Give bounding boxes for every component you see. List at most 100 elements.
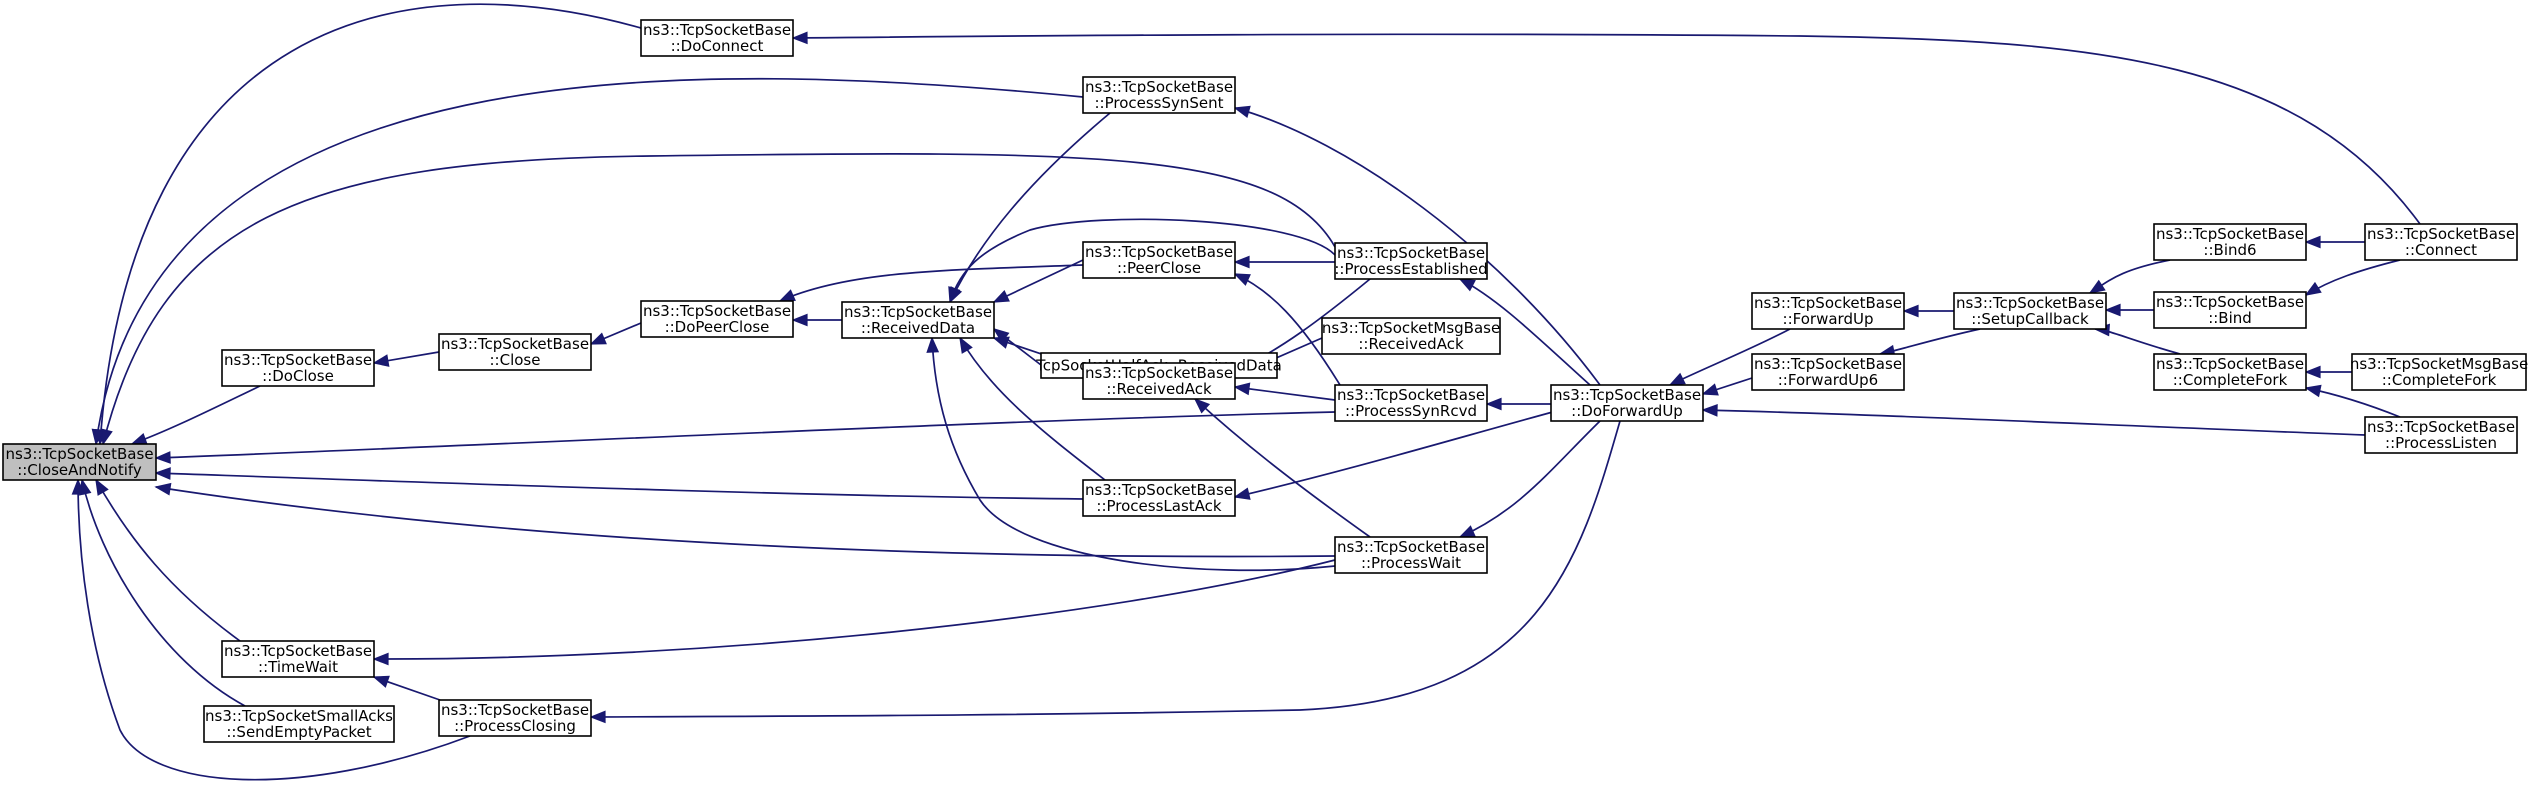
edge-process_established-to-peer_close (1233, 255, 1335, 269)
edge-time_wait-to-process_closing (372, 675, 441, 701)
edge-line (77, 479, 471, 781)
node-label-line: ::DoForwardUp (1571, 402, 1683, 420)
node-msg-complete-fork[interactable]: ns3::TcpSocketMsgBase::CompleteFork (2350, 353, 2528, 391)
edge-line (1879, 328, 1981, 355)
edge-line (993, 259, 1084, 303)
edge-line (373, 559, 1336, 660)
node-label-line: ::ProcessSynRcvd (1345, 402, 1477, 420)
node-label-line: ns3::TcpSocketBase (2156, 225, 2304, 243)
node-do-peer-close[interactable]: ns3::TcpSocketBase::DoPeerClose (640, 300, 794, 338)
node-send-empty-packet[interactable]: ns3::TcpSocketSmallAcks::SendEmptyPacket (203, 705, 395, 743)
node-process-wait[interactable]: ns3::TcpSocketBase::ProcessWait (1334, 536, 1488, 574)
node-label-line: ns3::TcpSocketBase (1085, 481, 1233, 499)
edge-line (155, 472, 1084, 500)
node-box (1082, 76, 1236, 114)
node-label-line: ns3::TcpSocketBase (2367, 225, 2515, 243)
node-label-line: ns3::TcpSocketBase (224, 642, 372, 660)
edge-do_peer_close-to-close (589, 322, 642, 345)
node-msg-received-ack[interactable]: ns3::TcpSocketMsgBase::ReceivedAck (1321, 317, 1501, 355)
node-box (203, 705, 395, 743)
node-process-closing[interactable]: ns3::TcpSocketBase::ProcessClosing (438, 699, 592, 737)
node-label-line: ns3::TcpSocketBase (2156, 293, 2304, 311)
node-received-ack[interactable]: ns3::TcpSocketBase::ReceivedAck (1082, 362, 1236, 400)
edge-do_forward_up-to-process_syn_sent (1233, 105, 1601, 386)
node-connect[interactable]: ns3::TcpSocketBase::Connect (2364, 223, 2518, 261)
node-label-line: ::ProcessListen (2385, 434, 2497, 452)
edge-line (95, 479, 241, 642)
edge-send_empty_packet-to-close_and_notify (78, 478, 246, 707)
node-do-connect[interactable]: ns3::TcpSocketBase::DoConnect (640, 19, 794, 57)
edge-arrowhead (589, 710, 606, 724)
node-box (1550, 384, 1704, 422)
node-label-line: ::ReceivedAck (1358, 335, 1464, 353)
node-label-line: ns3::TcpSocketBase (643, 302, 791, 320)
edge-line (155, 486, 1336, 558)
node-do-close[interactable]: ns3::TcpSocketBase::DoClose (221, 349, 375, 387)
edge-forward_up6-to-do_forward_up (1701, 377, 1753, 396)
node-process-last-ack[interactable]: ns3::TcpSocketBase::ProcessLastAck (1082, 479, 1236, 517)
edge-process_listen-to-complete_fork (2304, 384, 2401, 418)
node-label-line: ::PeerClose (1117, 259, 1201, 277)
edge-arrowhead (791, 31, 808, 45)
node-label-line: ::Close (490, 351, 541, 369)
edge-line (1702, 409, 2366, 436)
edge-arrowhead (791, 313, 808, 327)
node-label-line: ::ReceivedAck (1106, 380, 1212, 398)
edge-process_wait-to-received_ack (1193, 397, 1371, 538)
edge-complete_fork-to-setup_callback (2093, 323, 2181, 355)
node-do-forward-up[interactable]: ns3::TcpSocketBase::DoForwardUp (1550, 384, 1704, 422)
node-label-line: ns3::TcpSocketBase (1956, 294, 2104, 312)
edge-line (99, 3, 642, 445)
node-time-wait[interactable]: ns3::TcpSocketBase::TimeWait (221, 640, 375, 678)
node-box (1751, 292, 1905, 330)
node-setup-callback[interactable]: ns3::TcpSocketBase::SetupCallback (1953, 292, 2107, 330)
edge-line (590, 420, 1621, 718)
edge-setup_callback-to-forward_up (1902, 304, 1954, 318)
node-box (2, 443, 157, 481)
node-forward-up6[interactable]: ns3::TcpSocketBase::ForwardUp6 (1751, 353, 1905, 391)
node-label-line: ns3::TcpSocketBase (5, 445, 153, 463)
node-process-syn-sent[interactable]: ns3::TcpSocketBase::ProcessSynSent (1082, 76, 1236, 114)
node-process-established[interactable]: ns3::TcpSocketBase::ProcessEstablished (1334, 242, 1488, 280)
node-bind[interactable]: ns3::TcpSocketBase::Bind (2153, 291, 2307, 329)
node-label-line: ::Connect (2405, 241, 2477, 259)
node-process-syn-rcvd[interactable]: ns3::TcpSocketBase::ProcessSynRcvd (1334, 384, 1488, 422)
node-received-data[interactable]: ns3::TcpSocketBase::ReceivedData (841, 301, 995, 339)
node-label-line: ::ProcessClosing (454, 717, 576, 735)
edge-process_wait-to-close_and_notify (154, 482, 1336, 558)
node-box (841, 301, 995, 339)
node-label-line: ::ForwardUp (1783, 310, 1874, 328)
node-box (1082, 241, 1236, 279)
node-peer-close[interactable]: ns3::TcpSocketBase::PeerClose (1082, 241, 1236, 279)
node-box (2153, 353, 2307, 391)
node-complete-fork[interactable]: ns3::TcpSocketBase::CompleteFork (2153, 353, 2307, 391)
edge-process_closing-to-close_and_notify (71, 478, 471, 781)
node-close-and-notify[interactable]: ns3::TcpSocketBase::CloseAndNotify (2, 443, 157, 481)
edge-arrowhead (992, 336, 1010, 349)
node-label-line: ns3::TcpSocketBase (1754, 294, 1902, 312)
edge-process_last_ack-to-close_and_notify (154, 467, 1084, 500)
edge-arrowhead (372, 675, 390, 688)
node-box (1321, 317, 1501, 355)
node-forward-up[interactable]: ns3::TcpSocketBase::ForwardUp (1751, 292, 1905, 330)
node-box (2153, 291, 2307, 329)
edge-arrowhead (154, 482, 172, 496)
node-label-line: ::DoPeerClose (665, 318, 770, 336)
node-close[interactable]: ns3::TcpSocketBase::Close (438, 333, 592, 371)
node-bind6[interactable]: ns3::TcpSocketBase::Bind6 (2153, 223, 2307, 261)
edge-arrowhead (130, 432, 148, 445)
node-process-listen[interactable]: ns3::TcpSocketBase::ProcessListen (2364, 416, 2518, 454)
node-box (2153, 223, 2307, 261)
node-label-line: ns3::TcpSocketBase (643, 21, 791, 39)
edge-do_close-to-close_and_notify (130, 385, 261, 445)
node-label-line: ::Bind6 (2203, 241, 2256, 259)
edge-arrowhead (2088, 279, 2106, 294)
node-box (1334, 384, 1488, 422)
edge-arrowhead (1233, 273, 1251, 286)
edge-half_ack_received_data-to-received_data (992, 328, 1042, 366)
edge-time_wait-to-close_and_notify (95, 478, 241, 642)
edge-line (949, 112, 1111, 303)
edge-arrowhead (2304, 384, 2322, 398)
edge-do_forward_up-to-process_established (1458, 278, 1591, 386)
edge-line (779, 264, 1084, 302)
